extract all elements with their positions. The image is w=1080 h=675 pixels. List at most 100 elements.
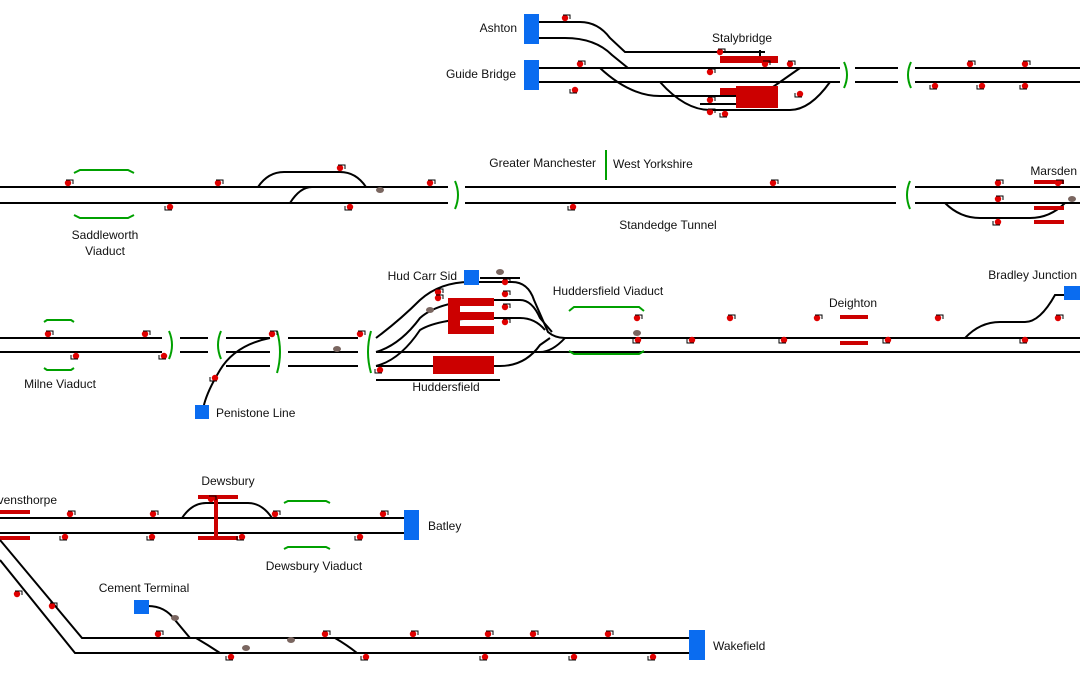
- signal-up-34[interactable]: [271, 510, 279, 518]
- signal-down-24[interactable]: [362, 653, 370, 661]
- signal-up-1[interactable]: [716, 48, 724, 56]
- signal-up-7[interactable]: [706, 68, 714, 76]
- signal-down-4[interactable]: [978, 82, 986, 90]
- signal-up-45[interactable]: [13, 590, 21, 598]
- signal-down-16[interactable]: [780, 336, 788, 344]
- signal-up-38[interactable]: [409, 630, 417, 638]
- signal-up-19[interactable]: [44, 330, 52, 338]
- signal-down-20[interactable]: [148, 533, 156, 541]
- signal-down-0[interactable]: [571, 86, 579, 94]
- fringe-guide-bridge[interactable]: [524, 60, 539, 90]
- signal-up-24[interactable]: [501, 303, 509, 311]
- signal-down-15[interactable]: [688, 336, 696, 344]
- label-ashton: Ashton: [480, 21, 517, 35]
- label-huddersfield-viaduct: Huddersfield Viaduct: [553, 284, 664, 298]
- signal-up-39[interactable]: [484, 630, 492, 638]
- signal-down-19[interactable]: [61, 533, 69, 541]
- signal-up-23[interactable]: [501, 290, 509, 298]
- signal-down-11[interactable]: [160, 352, 168, 360]
- signal-down-10[interactable]: [72, 352, 80, 360]
- signal-up-4[interactable]: [966, 60, 974, 68]
- signal-down-9[interactable]: [994, 218, 1002, 226]
- signal-down-18[interactable]: [1021, 336, 1029, 344]
- signal-up-6[interactable]: [576, 60, 584, 68]
- signal-down-27[interactable]: [649, 653, 657, 661]
- signal-up-30[interactable]: [1054, 314, 1062, 322]
- label-hud-carr-sid: Hud Carr Sid: [388, 269, 457, 283]
- signal-down-12[interactable]: [211, 374, 219, 382]
- signal-up-41[interactable]: [604, 630, 612, 638]
- signal-up-37[interactable]: [321, 630, 329, 638]
- signal-down-3[interactable]: [931, 82, 939, 90]
- signal-up-11[interactable]: [214, 179, 222, 187]
- signal-up-21[interactable]: [268, 330, 276, 338]
- signal-up-0[interactable]: [561, 14, 569, 22]
- signal-up-36[interactable]: [154, 630, 162, 638]
- fringe-cement-terminal[interactable]: [134, 600, 149, 614]
- signal-up-31[interactable]: [66, 510, 74, 518]
- signal-up-29[interactable]: [934, 314, 942, 322]
- signal-up-16[interactable]: [1054, 179, 1062, 187]
- signal-up-17[interactable]: [994, 195, 1002, 203]
- signal-up-40[interactable]: [529, 630, 537, 638]
- signal-tag-down-14: [632, 339, 640, 344]
- points-marker-1[interactable]: [1068, 196, 1076, 202]
- signal-up-42[interactable]: [434, 294, 442, 302]
- points-marker-5[interactable]: [633, 330, 641, 336]
- points-marker-8[interactable]: [287, 637, 295, 643]
- signal-down-6[interactable]: [166, 203, 174, 211]
- signal-down-26[interactable]: [570, 653, 578, 661]
- fringe-batley[interactable]: [404, 510, 419, 540]
- fringe-ashton[interactable]: [524, 14, 539, 44]
- signal-up-32[interactable]: [149, 510, 157, 518]
- signal-down-1[interactable]: [721, 110, 729, 118]
- points-marker-6[interactable]: [171, 615, 179, 621]
- signal-up-22[interactable]: [434, 288, 442, 296]
- points-marker-3[interactable]: [496, 269, 504, 275]
- signal-up-14[interactable]: [769, 179, 777, 187]
- signal-up-26[interactable]: [633, 314, 641, 322]
- signal-down-7[interactable]: [346, 203, 354, 211]
- signal-up-27[interactable]: [726, 314, 734, 322]
- points-marker-0[interactable]: [376, 187, 384, 193]
- signal-tag-up-41: [606, 630, 614, 635]
- signal-up-5[interactable]: [1021, 60, 1029, 68]
- signal-up-44[interactable]: [48, 602, 56, 610]
- signal-down-25[interactable]: [481, 653, 489, 661]
- fringe-bradley-junction[interactable]: [1064, 286, 1080, 300]
- signal-up-8[interactable]: [706, 96, 714, 104]
- signal-up-18[interactable]: [141, 330, 149, 338]
- signal-down-14[interactable]: [634, 336, 642, 344]
- signal-down-5[interactable]: [1021, 82, 1029, 90]
- signal-up-15[interactable]: [994, 179, 1002, 187]
- signal-up-13[interactable]: [426, 179, 434, 187]
- platform-marsden-1: [1034, 180, 1064, 184]
- signal-up-35[interactable]: [379, 510, 387, 518]
- signal-up-28[interactable]: [813, 314, 821, 322]
- signal-down-21[interactable]: [238, 533, 246, 541]
- points-marker-2[interactable]: [426, 307, 434, 313]
- fringe-wakefield[interactable]: [689, 630, 705, 660]
- points-marker-7[interactable]: [242, 645, 250, 651]
- signal-tag-down-15: [686, 339, 694, 344]
- signal-up-2[interactable]: [761, 60, 769, 68]
- signal-down-13[interactable]: [376, 366, 384, 374]
- signal-up-20[interactable]: [356, 330, 364, 338]
- signal-up-43[interactable]: [501, 278, 509, 286]
- signal-down-22[interactable]: [356, 533, 364, 541]
- signal-down-23[interactable]: [227, 653, 235, 661]
- fringe-hud-carr-sid[interactable]: [464, 270, 479, 285]
- fringe-penistone-line[interactable]: [195, 405, 209, 419]
- signal-down-17[interactable]: [884, 336, 892, 344]
- signal-up-25[interactable]: [501, 318, 509, 326]
- signal-up-9[interactable]: [706, 108, 714, 116]
- points-marker-4[interactable]: [333, 346, 341, 352]
- platform-deighton-1: [840, 315, 868, 319]
- signal-up-33[interactable]: [207, 495, 215, 503]
- signal-down-2[interactable]: [796, 90, 804, 98]
- signal-up-10[interactable]: [64, 179, 72, 187]
- signal-up-12[interactable]: [336, 164, 344, 172]
- signal-down-8[interactable]: [569, 203, 577, 211]
- signal-up-3[interactable]: [786, 60, 794, 68]
- viaduct-milne-top: [43, 319, 75, 323]
